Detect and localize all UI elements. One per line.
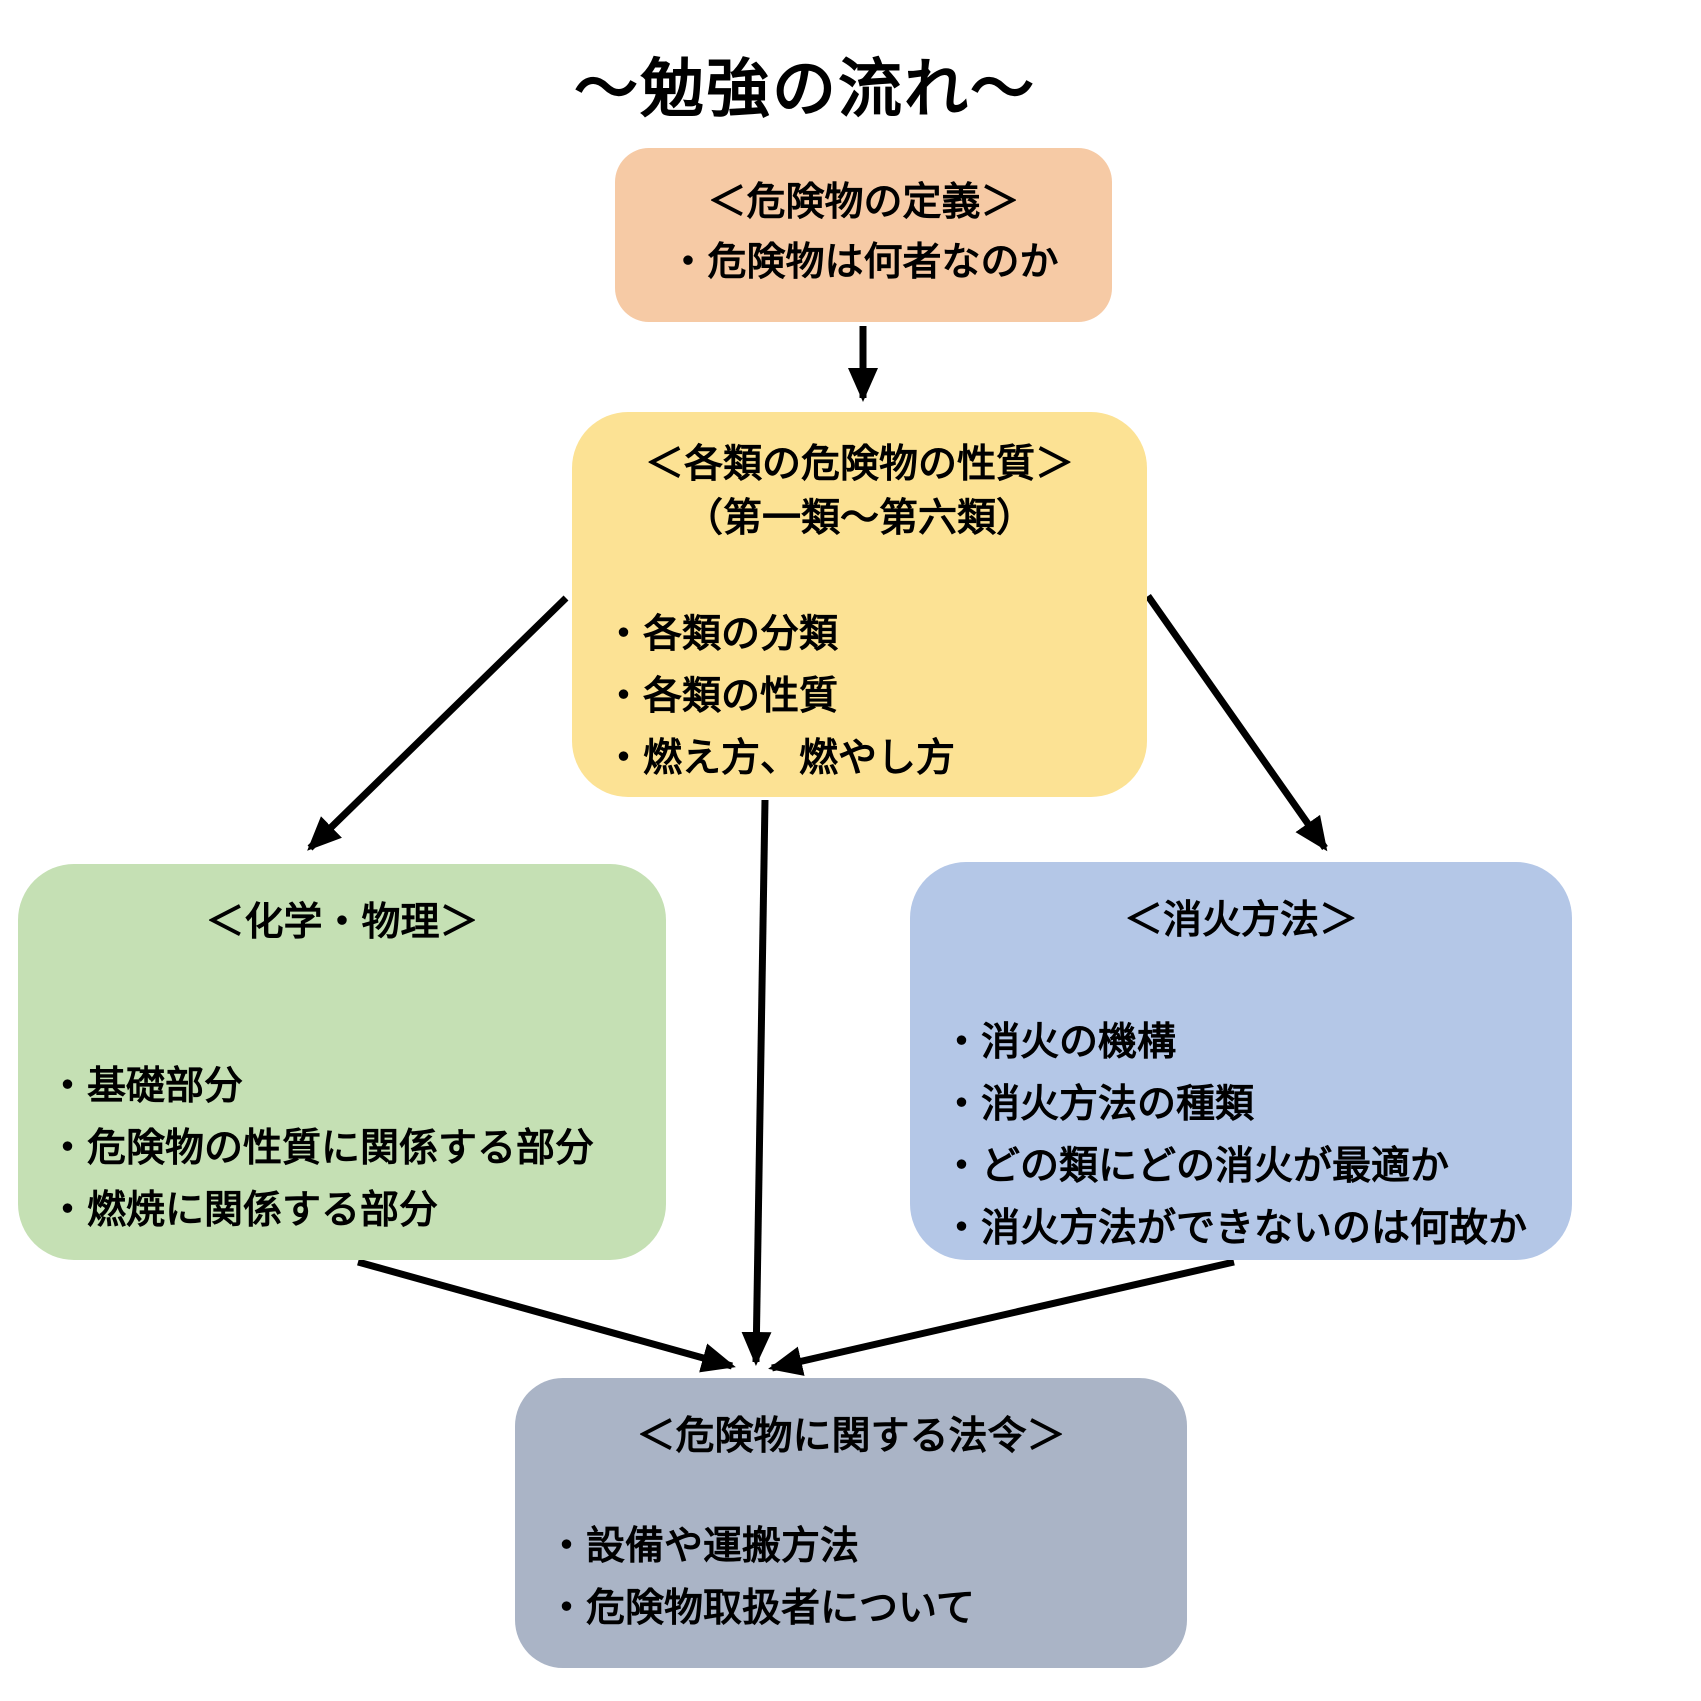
- extinguishing-bullet: ・どの類にどの消火が最適か: [942, 1145, 1450, 1188]
- extinguishing-methods-box: ＜消火方法＞ ・消火の機構 ・消火方法の種類 ・どの類にどの消火が最適か ・消火…: [910, 862, 1572, 1260]
- page-title: 〜勉強の流れ〜: [574, 53, 1036, 125]
- extinguishing-bullet: ・消火方法ができないのは何故か: [942, 1207, 1528, 1250]
- extinguishing-header: ＜消火方法＞: [1123, 899, 1358, 942]
- properties-header-line2: （第一類〜第六類）: [683, 497, 1035, 540]
- arrow-properties-to-chemistry: [307, 595, 569, 851]
- properties-bullet: ・各類の性質: [604, 675, 839, 718]
- extinguishing-bullet: ・消火方法の種類: [942, 1083, 1255, 1126]
- chemistry-bullet: ・危険物の性質に関係する部分: [48, 1127, 595, 1170]
- arrow-properties-to-law: [741, 799, 772, 1366]
- chemistry-bullet: ・基礎部分: [48, 1065, 244, 1108]
- law-box: ＜危険物に関する法令＞ ・設備や運搬方法 ・危険物取扱者について: [515, 1378, 1187, 1668]
- definition-header: ＜危険物の定義＞: [707, 181, 1020, 224]
- definition-bullet: ・危険物は何者なのか: [668, 241, 1059, 284]
- properties-header-line1: ＜各類の危険物の性質＞: [644, 443, 1074, 486]
- law-bullet: ・危険物取扱者について: [547, 1587, 975, 1630]
- arrow-chemistry-to-law: [357, 1258, 736, 1373]
- arrow-properties-to-extinguishing: [1145, 593, 1328, 852]
- law-bullet: ・設備や運搬方法: [547, 1525, 860, 1568]
- chemistry-physics-box: ＜化学・物理＞ ・基礎部分 ・危険物の性質に関係する部分 ・燃焼に関係する部分: [18, 864, 666, 1260]
- chemistry-physics-header: ＜化学・物理＞: [205, 901, 479, 944]
- properties-bullet: ・燃え方、燃やし方: [604, 737, 956, 780]
- extinguishing-bullet: ・消火の機構: [942, 1021, 1177, 1064]
- properties-bullet: ・各類の分類: [604, 613, 839, 656]
- arrow-extinguishing-to-law: [768, 1258, 1235, 1376]
- properties-box: ＜各類の危険物の性質＞ （第一類〜第六類） ・各類の分類 ・各類の性質 ・燃え方…: [572, 412, 1147, 797]
- law-header: ＜危険物に関する法令＞: [636, 1415, 1066, 1458]
- definition-box: ＜危険物の定義＞ ・危険物は何者なのか: [615, 148, 1112, 322]
- chemistry-bullet: ・燃焼に関係する部分: [48, 1189, 439, 1232]
